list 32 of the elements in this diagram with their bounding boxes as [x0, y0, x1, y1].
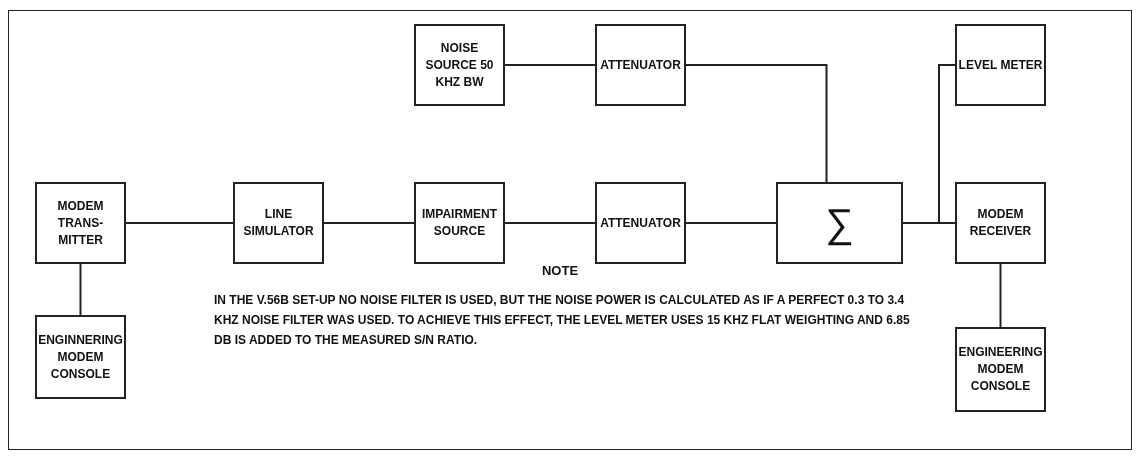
instrument-box — [955, 182, 1046, 264]
connector-line — [999, 263, 1002, 328]
note-text: IN THE V.56B SET-UP NO NOISE FILTER IS USED, BUT THE NOISE POWER IS CALCULATED AS IF A PERFECT 0.3 TO 3.4 KHZ NOISE FILTER WAS USED. TO ACHIEVE THIS EFFECT, THE LEVEL METER USES 15 KHZ FLAT WEIGHTING AND 6.85 DB IS ADDED TO THE MEASURED S/N RATIO. — [214, 292, 911, 349]
summing-block — [776, 182, 903, 264]
instrument-box — [35, 182, 126, 264]
connector-line — [504, 64, 596, 66]
connector-line — [685, 64, 828, 183]
instrument-box — [414, 24, 505, 106]
instrument-box — [595, 24, 686, 106]
connector-line — [79, 263, 82, 316]
instrument-box — [233, 182, 324, 264]
box-label: MODEM TRANS-MITTER — [56, 197, 105, 249]
box-label: ATTENUATOR — [600, 214, 681, 232]
box-label: IMPAIRMENT SOURCE — [420, 206, 499, 240]
instrument-box — [955, 24, 1046, 106]
box-label: ATTENUATOR — [600, 56, 681, 74]
box-label: ENGINEERING MODEM CONSOLE — [957, 344, 1044, 395]
instrument-box — [414, 182, 505, 264]
connector-line — [902, 64, 956, 224]
connector-line — [125, 222, 234, 224]
box-label: ENGINNERING MODEM CONSOLE — [37, 331, 124, 383]
box-label: LEVEL METER — [958, 56, 1043, 74]
box-label: NOISE SOURCE 50 KHZ BW — [424, 39, 495, 91]
connector-line — [685, 222, 777, 224]
connector-line — [323, 222, 415, 224]
box-label: MODEM RECEIVER — [968, 206, 1033, 240]
instrument-box — [35, 315, 126, 399]
connector-line — [504, 222, 596, 224]
instrument-box — [955, 327, 1046, 412]
note-heading: NOTE — [540, 263, 580, 278]
instrument-box — [595, 182, 686, 264]
box-label: LINE SIMULATOR — [242, 206, 315, 240]
